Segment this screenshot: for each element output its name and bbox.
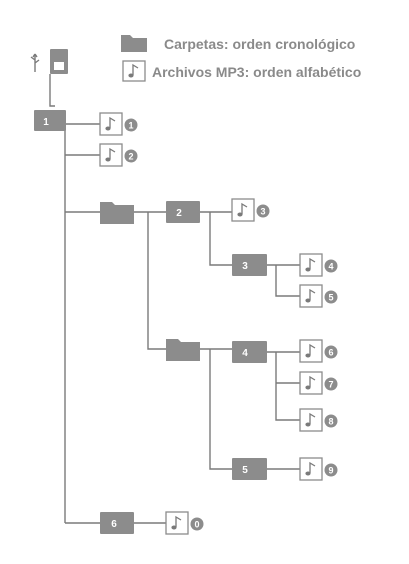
mp3-file-1: 1 [99, 112, 138, 136]
usb-icon [30, 53, 40, 72]
mp3-file-3: 3 [231, 198, 270, 222]
folder-3: 3 [232, 254, 267, 276]
folder-1: 1 [34, 110, 66, 131]
folder-3-number: 3 [242, 261, 248, 272]
folder-unnamed-b [166, 339, 200, 361]
mp3-file-1-number: 1 [128, 121, 133, 131]
folder-2-number: 2 [176, 208, 182, 219]
mp3-file-7: 7 [299, 371, 338, 395]
legend-files-label: Archivos MP3: orden alfabético [152, 64, 361, 80]
mp3-file-8: 8 [299, 408, 338, 432]
folder-4-number: 4 [242, 348, 248, 359]
mp3-file-8-number: 8 [328, 417, 333, 427]
folder-4: 4 [232, 341, 267, 363]
folder-6: 6 [100, 512, 134, 534]
usb-drive-icon [50, 49, 68, 74]
mp3-file-9-number: 9 [328, 466, 333, 476]
mp3-file-6-number: 6 [328, 348, 333, 358]
mp3-file-2-number: 2 [128, 152, 133, 162]
mp3-file-5: 5 [299, 284, 338, 308]
folder-1-number: 1 [43, 117, 49, 128]
folder-unnamed-a [100, 202, 134, 224]
folder-2: 2 [166, 201, 200, 223]
mp3-file-4-number: 4 [328, 262, 333, 272]
legend: Carpetas: orden cronológico Archivos MP3… [121, 35, 361, 82]
mp3-file-4: 4 [299, 253, 338, 277]
legend-folders-label: Carpetas: orden cronológico [164, 36, 355, 52]
mp3-file-5-number: 5 [328, 293, 333, 303]
mp3-file-2: 2 [99, 143, 138, 167]
tree-lines [49, 74, 300, 524]
mp3-file-10: 0 [165, 511, 204, 535]
folder-5: 5 [232, 458, 267, 480]
mp3-file-10-number: 0 [194, 520, 199, 530]
mp3-file-6: 6 [299, 339, 338, 363]
mp3-file-3-number: 3 [260, 207, 265, 217]
mp3-file-9: 9 [299, 457, 338, 481]
folder-5-number: 5 [242, 465, 248, 476]
folder-6-number: 6 [111, 519, 117, 530]
legend-file-icon [122, 60, 146, 82]
legend-folder-icon [121, 35, 147, 52]
mp3-file-7-number: 7 [328, 380, 333, 390]
